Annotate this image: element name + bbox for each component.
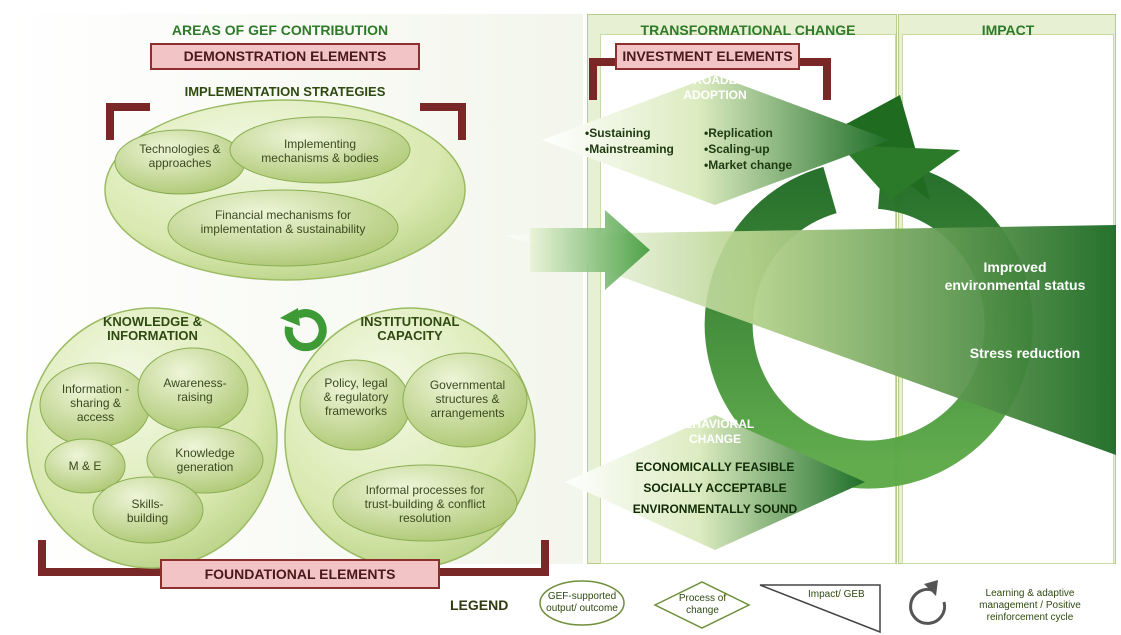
transformational-header: TRANSFORMATIONAL CHANGE [640,22,856,38]
legend-impact-text: Impact/ GEB [808,589,865,600]
legend-diamond-shape [653,581,751,629]
sustaining-item: •Sustaining [585,126,651,140]
stress-reduction-label: Stress reduction [969,345,1081,361]
implementation-title: IMPLEMENTATION STRATEGIES [184,84,386,99]
governmental-structures-item: Governmental structures & arrangements [429,378,506,420]
foundational-elements-label: FOUNDATIONAL ELEMENTS [160,559,440,589]
information-sharing-item: Information -sharing & access [61,382,130,424]
legend-learning-line1: Learning & adaptive [985,588,1075,599]
m-and-e-item: M & E [68,459,102,473]
technologies-item: Technologies & approaches [139,142,221,170]
market-change-item: •Market change [704,158,793,172]
socially-acceptable-item: SOCIALLY ACCEPTABLE [643,481,787,495]
broader-title: BROADER ADOPTION [660,73,770,103]
environmentally-sound-item: ENVIRONMENTALLY SOUND [632,502,798,516]
broader-title-line1: BROADER [684,73,746,87]
legend-learning-text: Learning & adaptive management / Positiv… [960,588,1100,624]
economically-feasible-item: ECONOMICALLY FEASIBLE [635,460,795,474]
legend-output-text: GEF-supported output/ outcome [542,591,622,615]
broader-left-list: •Sustaining •Mainstreaming [585,125,674,157]
replication-item: •Replication [704,126,773,140]
legend-title: LEGEND [450,597,509,613]
demonstration-elements-label: DEMONSTRATION ELEMENTS [150,43,420,70]
improved-line2: environmental status [944,277,1086,293]
financial-mechanisms-item: Financial mechanisms for implementation … [200,208,366,236]
legend-output-line2: output/ outcome [546,603,618,614]
investment-elements-label: INVESTMENT ELEMENTS [615,43,800,70]
impact-header: IMPACT [981,22,1035,38]
behavioral-change-diamond [565,415,865,550]
legend-learning-line2: management / Positive [979,600,1081,611]
small-cycle-icon [284,309,327,352]
knowledge-generation-item: Knowledge generation [175,446,235,474]
institutional-title: INSTITUTIONAL CAPACITY [360,314,460,343]
scaling-up-item: •Scaling-up [704,142,770,156]
areas-header: AREAS OF GEF CONTRIBUTION [171,22,389,38]
improved-line1: Improved [983,259,1047,275]
legend-process-text: Process of change [665,593,740,617]
broader-adoption-diamond [542,75,890,205]
broader-right-list: •Replication •Scaling-up •Market change [704,125,792,173]
mainstreaming-item: •Mainstreaming [585,142,674,156]
improved-status-label: Improved environmental status [915,258,1115,294]
legend-process-line1: Process of [678,593,727,604]
legend-learning-line3: reinforcement cycle [986,612,1074,623]
legend-wedge-shape [759,584,881,634]
skills-building-item: Skills-building [126,497,169,525]
legend-output-line1: GEF-supported [547,591,617,602]
implementing-mechanisms-item: Implementing mechanisms & bodies [261,137,379,165]
legend-ellipse-shape [539,580,625,626]
behavioral-title: BEHAVIORAL CHANGE [665,417,765,447]
entry-arrow [530,210,650,290]
broader-title-line2: ADOPTION [683,88,747,102]
policy-frameworks-item: Policy, legal & regulatory frameworks [323,376,389,418]
legend-cycle-shape [909,587,947,625]
behavioral-list: ECONOMICALLY FEASIBLE SOCIALLY ACCEPTABL… [610,457,820,520]
informal-processes-item: Informal processes for trust-building & … [364,483,486,525]
legend-process-line2: change [686,605,719,616]
behavioral-title-line2: CHANGE [688,432,741,446]
impact-wedge [505,225,1116,455]
awareness-raising-item: Awareness-raising [163,376,227,404]
knowledge-title: KNOWLEDGE & INFORMATION [103,314,202,343]
behavioral-title-line1: BEHAVIORAL [675,417,755,431]
